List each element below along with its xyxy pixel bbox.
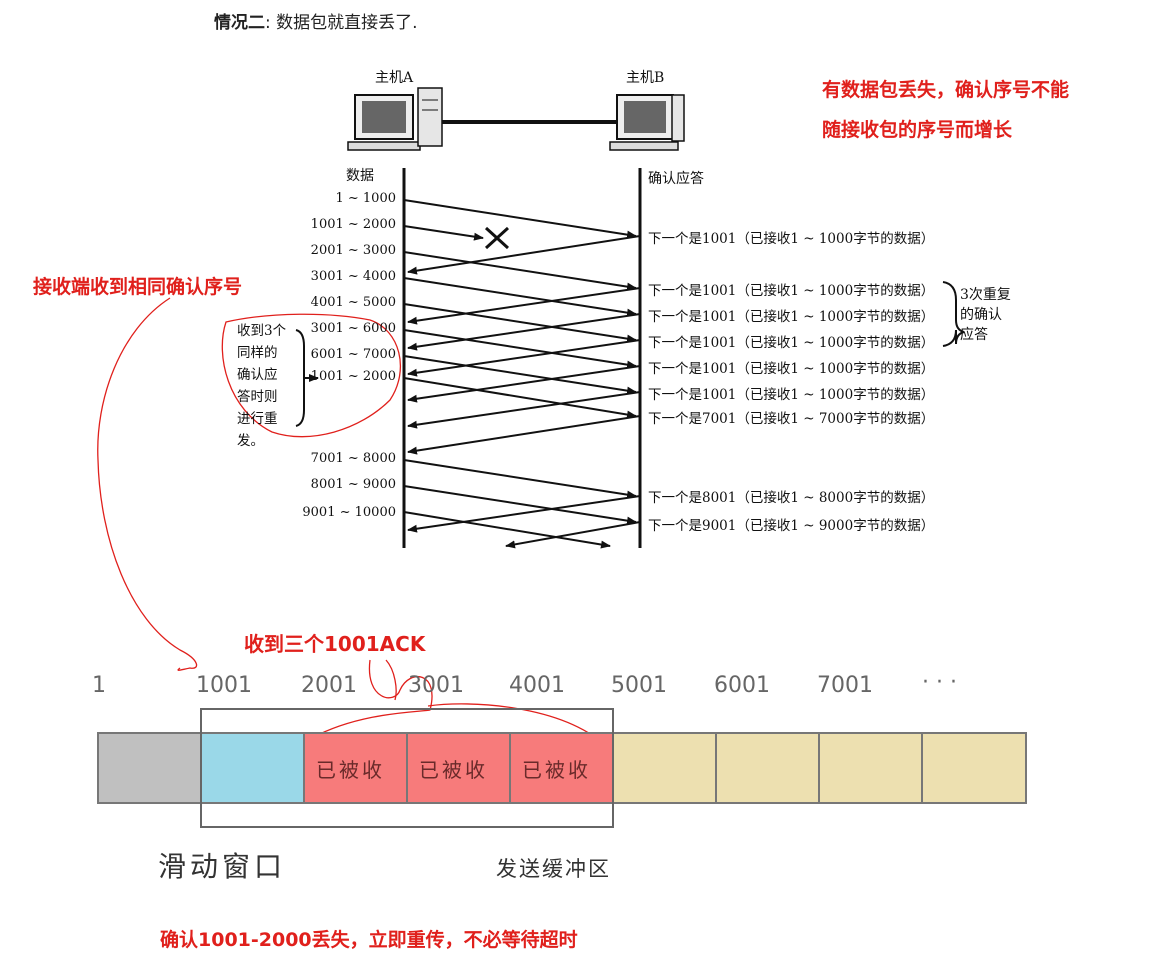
sequence-label: 3001 ~ 6000 bbox=[310, 321, 396, 336]
ack-label: 下一个是1001（已接收1 ~ 1000字节的数据） bbox=[648, 309, 935, 325]
sequence-label: 2001 ~ 3000 bbox=[310, 243, 396, 258]
ack-label: 下一个是1001（已接收1 ~ 1000字节的数据） bbox=[648, 387, 935, 403]
segment-arrow bbox=[403, 329, 637, 369]
annotation-fast-retransmit: 确认1001-2000丢失，立即重传，不必等待超时 bbox=[160, 929, 578, 951]
buffer-cell-unsent bbox=[715, 732, 820, 804]
send-buffer bbox=[97, 708, 1027, 828]
red-curve-ack1 bbox=[311, 659, 433, 739]
sequence-label: 3001 ~ 4000 bbox=[310, 269, 396, 284]
triple-ack-note: 3次重复 的确认 应答 bbox=[960, 285, 1011, 345]
annotation-receiver-same-ack: 接收端收到相同确认序号 bbox=[33, 276, 243, 298]
buffer-number: 2001 bbox=[301, 673, 357, 698]
left-note-line: 答时则 bbox=[237, 389, 278, 405]
sequence-label: 6001 ~ 7000 bbox=[310, 347, 396, 362]
segment-arrow bbox=[403, 277, 637, 317]
buffer-number: 4001 bbox=[509, 673, 565, 698]
ack-label: 下一个是1001（已接收1 ~ 1000字节的数据） bbox=[648, 231, 935, 247]
buffer-cell-unsent bbox=[612, 732, 717, 804]
received-cell-label: 已被收 bbox=[316, 758, 385, 782]
heading-rest: : 数据包就直接丢了. bbox=[265, 13, 418, 33]
buffer-number: 5001 bbox=[611, 673, 667, 698]
ack-arrow bbox=[407, 365, 641, 403]
ack-label: 下一个是9001（已接收1 ~ 9000字节的数据） bbox=[648, 518, 935, 534]
sequence-label: 9001 ~ 10000 bbox=[302, 505, 396, 520]
segment-arrow bbox=[403, 485, 637, 525]
buffer-cell-lost bbox=[200, 732, 305, 804]
ack-label: 下一个是1001（已接收1 ~ 1000字节的数据） bbox=[648, 335, 935, 351]
buffer-number: 1 bbox=[92, 673, 106, 698]
left-note-line: 进行重 bbox=[237, 411, 278, 427]
host-b-label: 主机B bbox=[626, 70, 665, 86]
buffer-number: 1001 bbox=[196, 673, 252, 698]
sequence-label: 8001 ~ 9000 bbox=[310, 477, 396, 492]
data-column-header: 数据 bbox=[346, 168, 374, 184]
ack-label: 下一个是1001（已接收1 ~ 1000字节的数据） bbox=[648, 283, 935, 299]
buffer-number: 6001 bbox=[714, 673, 770, 698]
triple-ack-brace bbox=[942, 281, 965, 347]
buffer-cell-received bbox=[509, 732, 614, 804]
received-cell-label: 已被收 bbox=[522, 758, 591, 782]
sequence-label: 7001 ~ 8000 bbox=[310, 451, 396, 466]
segment-arrow bbox=[403, 355, 637, 395]
fast-retransmit-note: 收到3个 同样的 确认应 答时则 进行重 发。 bbox=[237, 320, 307, 452]
segment-arrow bbox=[403, 303, 637, 343]
ack-label: 下一个是8001（已接收1 ~ 8000字节的数据） bbox=[648, 490, 935, 506]
annotation-three-ack: 收到三个1001ACK bbox=[244, 632, 426, 656]
buffer-cell-acked bbox=[97, 732, 202, 804]
sequence-label: 1001 ~ 2000 bbox=[310, 217, 396, 232]
ack-arrow bbox=[407, 287, 641, 325]
segment-arrow bbox=[403, 511, 611, 549]
buffer-ellipsis: · · · bbox=[922, 670, 957, 695]
triple-ack-note-line: 3次重复 bbox=[960, 287, 1011, 303]
annotation-loss-line1: 有数据包丢失，确认序号不能 bbox=[822, 79, 1070, 101]
segment-arrow bbox=[403, 199, 637, 239]
send-buffer-label: 发送缓冲区 bbox=[496, 857, 611, 881]
sliding-window-label: 滑动窗口 bbox=[158, 850, 287, 883]
ack-column-header: 确认应答 bbox=[648, 171, 704, 187]
sequence-label: 1001 ~ 2000 bbox=[310, 369, 396, 384]
left-note-line: 发。 bbox=[237, 433, 264, 449]
left-note-line: 同样的 bbox=[237, 345, 278, 361]
received-cell-label: 已被收 bbox=[419, 758, 488, 782]
triple-ack-note-line: 的确认 bbox=[960, 307, 1002, 323]
ack-arrow bbox=[407, 339, 641, 377]
left-note-line: 收到3个 bbox=[237, 323, 287, 339]
segment-arrow bbox=[403, 377, 637, 419]
sequence-label: 1 ~ 1000 bbox=[335, 191, 396, 206]
annotation-loss-line2: 随接收包的序号而增长 bbox=[822, 119, 1013, 141]
red-circle-left-note bbox=[221, 313, 402, 438]
buffer-cell-unsent bbox=[818, 732, 923, 804]
ack-label: 下一个是7001（已接收1 ~ 7000字节的数据） bbox=[648, 411, 935, 427]
ack-arrow bbox=[407, 313, 641, 351]
segment-arrow bbox=[403, 459, 637, 499]
buffer-cell-received bbox=[406, 732, 511, 804]
buffer-number: 3001 bbox=[408, 673, 464, 698]
sliding-window-frame bbox=[200, 708, 614, 828]
lost-packet-x-icon bbox=[484, 226, 510, 250]
host-a-computer-icon bbox=[347, 87, 443, 151]
heading-bold: 情况二 bbox=[214, 13, 265, 33]
ack-arrow bbox=[407, 495, 641, 533]
segment-arrow bbox=[403, 251, 637, 291]
ack-label: 下一个是1001（已接收1 ~ 1000字节的数据） bbox=[648, 361, 935, 377]
buffer-cell-unsent bbox=[921, 732, 1027, 804]
red-curve-left bbox=[97, 297, 198, 671]
page-heading: 情况二: 数据包就直接丢了. bbox=[214, 8, 418, 33]
host-b-computer-icon bbox=[609, 94, 685, 151]
ack-arrow bbox=[407, 415, 641, 455]
ack-arrow bbox=[505, 521, 641, 549]
sequence-label: 4001 ~ 5000 bbox=[310, 295, 396, 310]
ack-arrow bbox=[407, 235, 641, 275]
ack-arrow bbox=[407, 391, 641, 429]
host-a-label: 主机A bbox=[375, 70, 414, 86]
triple-ack-note-line: 应答 bbox=[960, 327, 988, 343]
segment-arrow-lost bbox=[403, 225, 484, 241]
buffer-number: 7001 bbox=[817, 673, 873, 698]
left-note-line: 确认应 bbox=[237, 367, 278, 383]
